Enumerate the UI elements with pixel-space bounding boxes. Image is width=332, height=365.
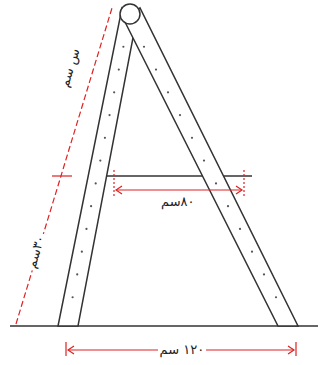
dimension-lines	[16, 8, 296, 356]
rivet-dot	[143, 46, 145, 48]
rivet-dot	[155, 68, 157, 70]
rivet-dot	[275, 296, 277, 298]
rivet-dot	[239, 228, 241, 230]
rivet-dot	[191, 137, 193, 139]
rivet-dot	[81, 251, 83, 253]
hinge	[120, 4, 140, 24]
rivet-dot	[227, 205, 229, 207]
right-leg	[124, 8, 298, 326]
length-label: ٣٠سم	[23, 232, 49, 272]
rivet-dot	[215, 182, 217, 184]
width-label: ٨٠سم	[159, 194, 197, 210]
rivet-dot	[108, 114, 110, 116]
width-label: ١٢٠ سم	[158, 342, 207, 358]
ground-line	[10, 325, 318, 327]
rivet-dot	[72, 296, 74, 298]
rivet-dot	[76, 273, 78, 275]
rivet-dots	[72, 46, 278, 299]
rivet-dot	[113, 91, 115, 93]
crossbar	[104, 175, 252, 177]
rivet-dot	[99, 160, 101, 162]
rivet-dot	[104, 137, 106, 139]
rivet-dot	[85, 228, 87, 230]
rivet-dot	[95, 182, 97, 184]
rivet-dot	[90, 205, 92, 207]
rivet-dot	[118, 68, 120, 70]
rivet-dot	[263, 273, 265, 275]
length-label: س سم	[56, 45, 84, 91]
rivet-dot	[203, 160, 205, 162]
rivet-dot	[167, 91, 169, 93]
rivet-dot	[251, 251, 253, 253]
rivet-dot	[122, 46, 124, 48]
rivet-dot	[179, 114, 181, 116]
